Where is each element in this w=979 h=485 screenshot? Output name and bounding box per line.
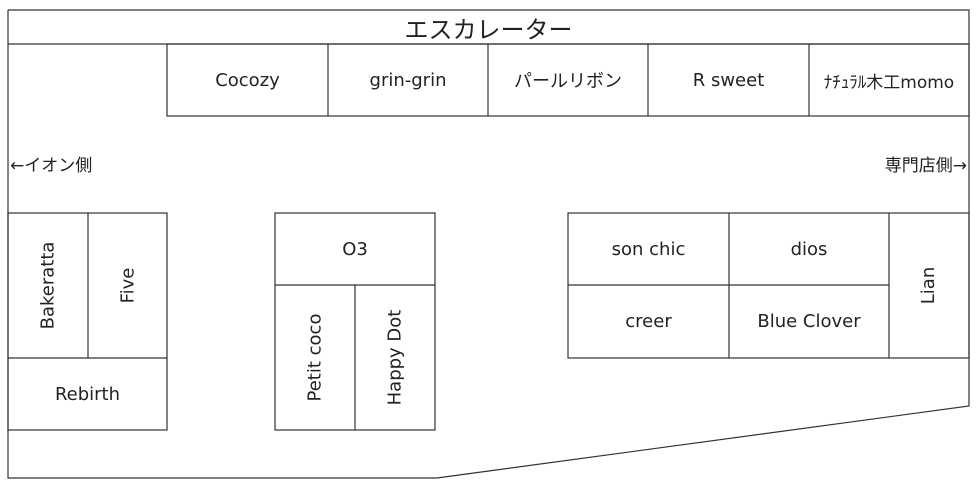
shop-label: creer (625, 311, 672, 332)
shop-label: son chic (611, 238, 686, 260)
shop-label: Petit coco (304, 313, 326, 402)
top-row-frame (166, 43, 970, 117)
shop-label: O3 (342, 238, 368, 260)
shop-creer: creer (568, 285, 729, 358)
shop-son-chic: son chic (568, 213, 729, 285)
shop-pearl-ribbon: パールリボン (488, 44, 648, 116)
shop-label: R sweet (692, 69, 765, 91)
shop-lian: Lian (889, 213, 969, 358)
shop-happy-dot: Happy Dot (355, 285, 435, 430)
shop-o3: O3 (275, 213, 435, 285)
shop-label: Cocozy (215, 69, 280, 91)
shop-label: grin-grin (369, 69, 447, 91)
shop-label: パールリボン (514, 71, 622, 92)
shop-dios: dios (729, 213, 889, 285)
shop-bakeratta: Bakeratta (8, 213, 88, 358)
shop-r-sweet: R sweet (648, 44, 809, 116)
shop-label: Rebirth (54, 383, 121, 405)
shop-label: dios (790, 238, 828, 260)
shop-label: Bakeratta (37, 241, 59, 330)
shop-label: Five (117, 267, 138, 304)
shop-label: ﾅﾁｭﾗﾙ木工momo (823, 72, 955, 93)
shop-grin-grin: grin-grin (328, 44, 488, 116)
shop-label: Lian (918, 266, 940, 305)
shop-petit-coco: Petit coco (275, 285, 355, 430)
shop-five: Five (88, 213, 167, 358)
escalator-label: エスカレーター (404, 15, 573, 44)
direction-aeon-side: ←イオン側 (10, 155, 93, 176)
shop-label: Blue Clover (757, 311, 861, 332)
shop-blue-clover: Blue Clover (729, 285, 889, 358)
shop-rebirth: Rebirth (8, 358, 167, 430)
shop-cocozy: Cocozy (167, 44, 328, 116)
direction-specialty-store-side: 専門店側→ (884, 155, 967, 176)
shop-label: Happy Dot (384, 309, 406, 406)
shop-natural-mokko-momo: ﾅﾁｭﾗﾙ木工momo (809, 44, 969, 116)
